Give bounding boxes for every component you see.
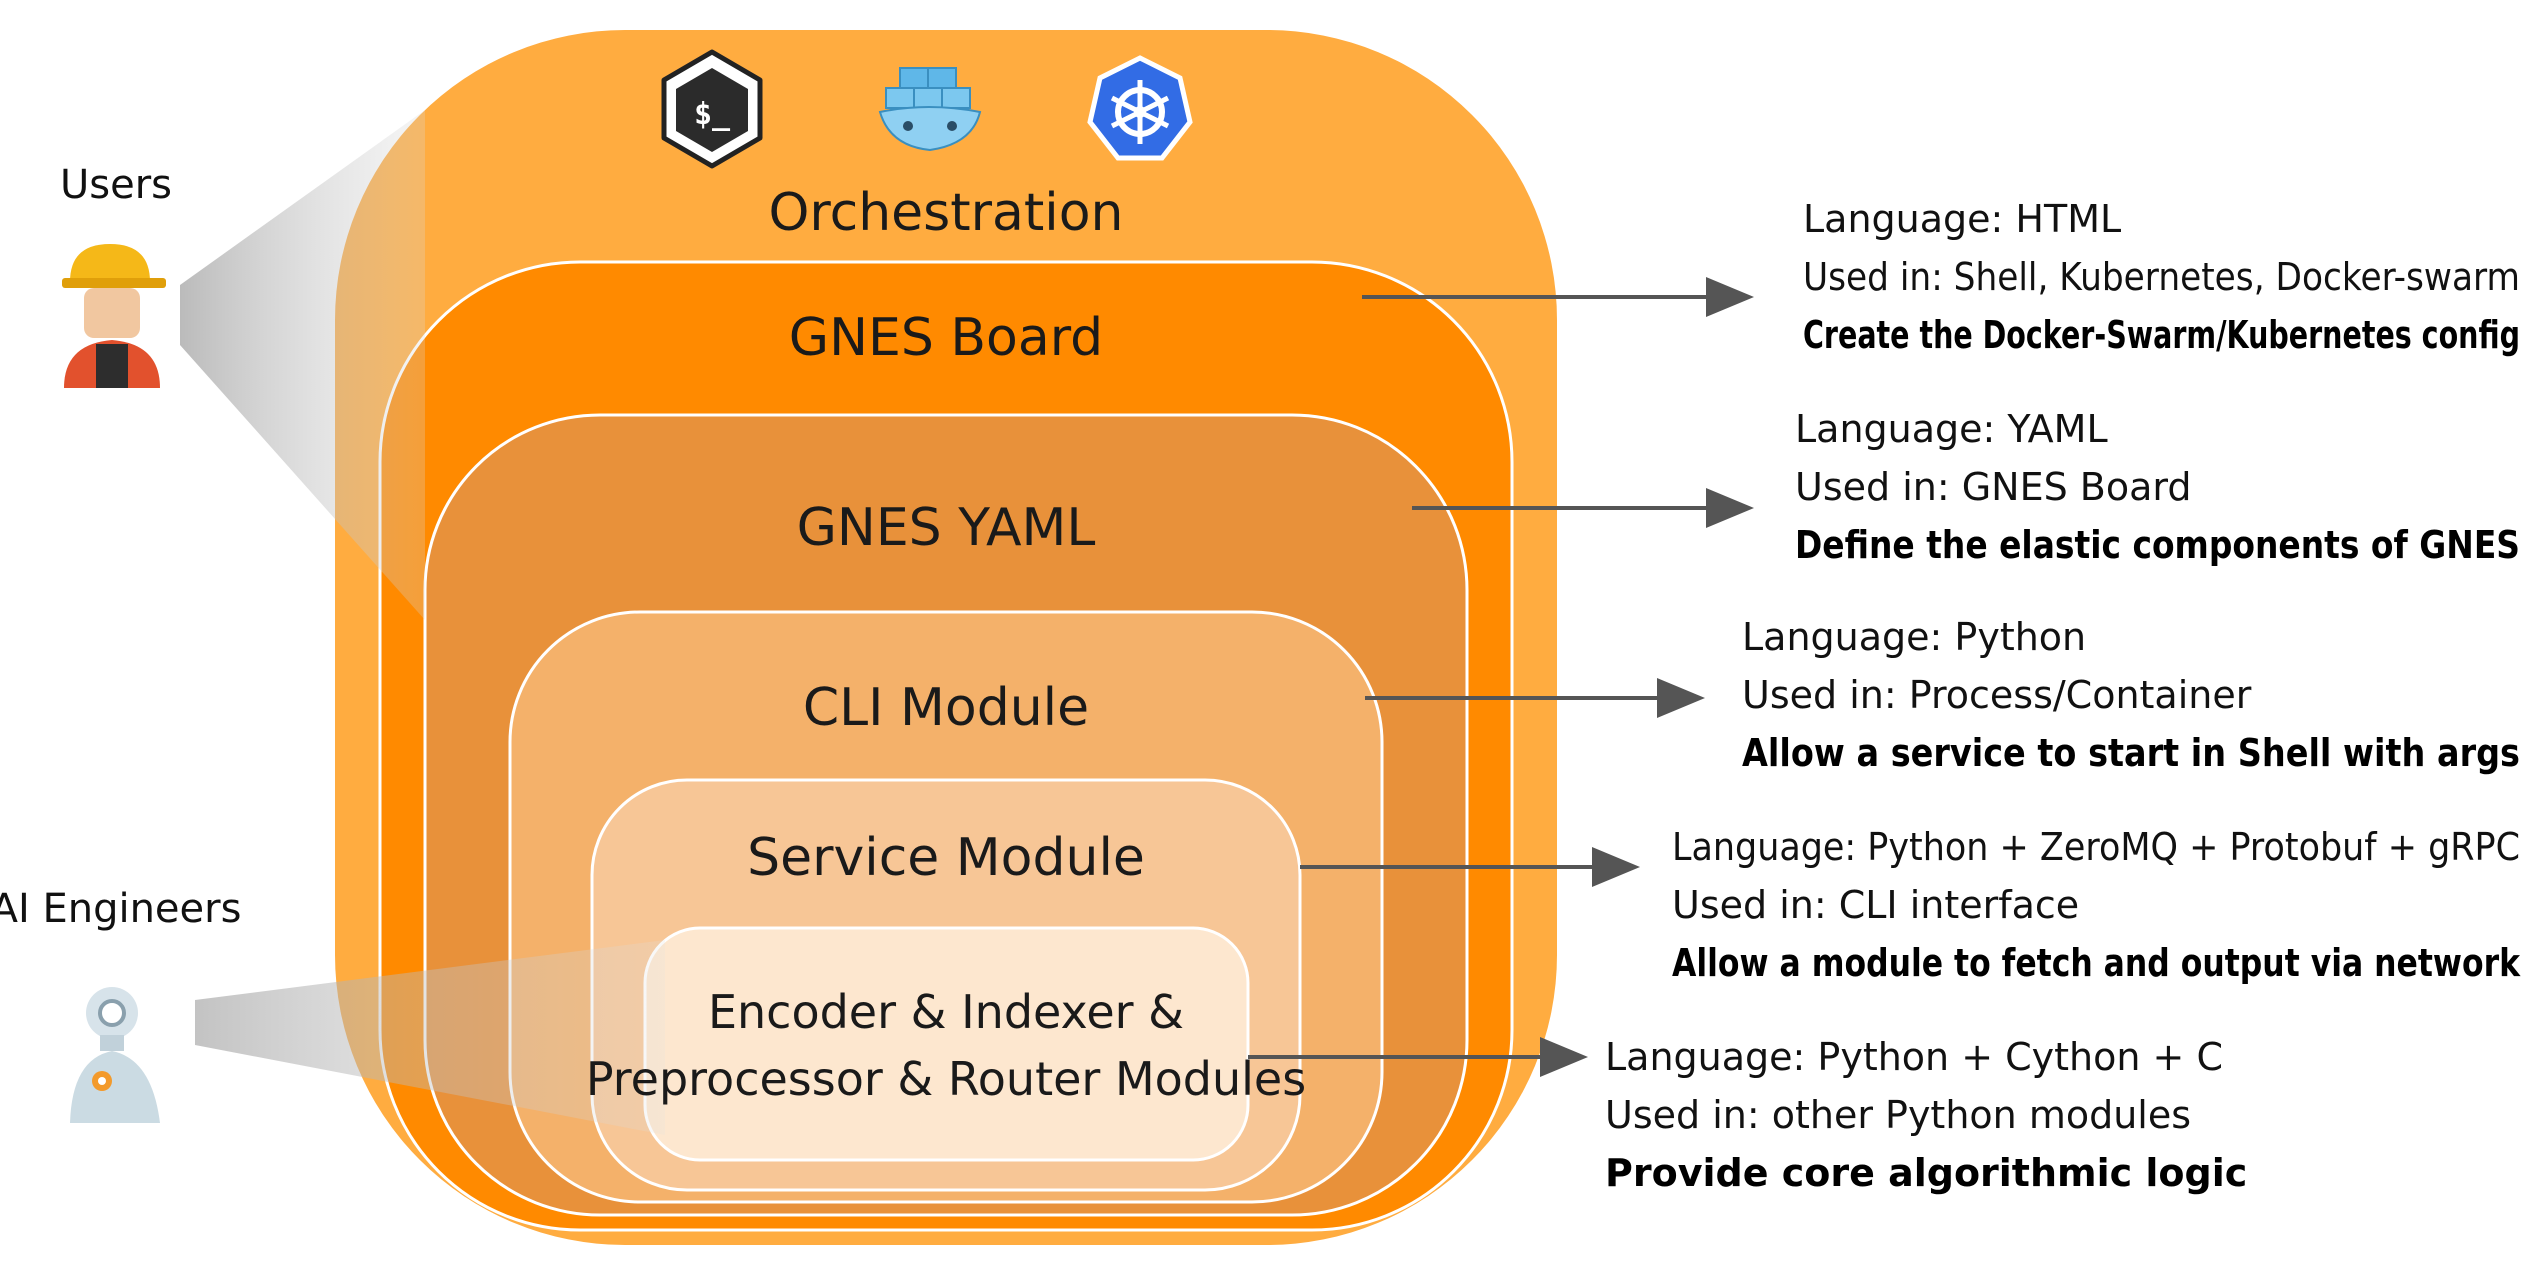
ai-engineers-label: AI Engineers <box>0 886 241 932</box>
desc-board: Language: HTML Used in: Shell, Kubernete… <box>1803 197 2520 357</box>
desc-service-language: Language: Python + ZeroMQ + Protobuf + g… <box>1672 825 2520 869</box>
robot-engineer-icon <box>70 987 160 1123</box>
desc-board-used-in: Used in: Shell, Kubernetes, Docker-swarm <box>1803 255 2520 299</box>
cli-module-label: CLI Module <box>803 678 1089 738</box>
terminal-glyph: $_ <box>694 97 731 132</box>
desc-core-purpose: Provide core algorithmic logic <box>1605 1151 2247 1195</box>
desc-yaml-purpose: Define the elastic components of GNES <box>1795 523 2520 567</box>
desc-core: Language: Python + Cython + C Used in: o… <box>1605 1035 2247 1195</box>
service-module-label: Service Module <box>747 828 1145 888</box>
desc-service: Language: Python + ZeroMQ + Protobuf + g… <box>1672 825 2521 985</box>
desc-yaml-language: Language: YAML <box>1795 407 2108 451</box>
desc-board-purpose: Create the Docker-Swarm/Kubernetes confi… <box>1803 313 2520 357</box>
bash-terminal-icon: $_ <box>661 49 763 169</box>
ai-engineers-beam <box>195 940 665 1135</box>
docker-icon <box>878 67 982 152</box>
desc-cli-used-in: Used in: Process/Container <box>1742 673 2252 717</box>
orchestration-label: Orchestration <box>768 183 1123 243</box>
gnes-board-label: GNES Board <box>789 308 1103 368</box>
kubernetes-icon <box>1087 55 1193 161</box>
desc-core-used-in: Used in: other Python modules <box>1605 1093 2191 1137</box>
desc-service-purpose: Allow a module to fetch and output via n… <box>1672 941 2521 985</box>
desc-cli: Language: Python Used in: Process/Contai… <box>1742 615 2520 775</box>
construction-worker-icon <box>62 244 166 388</box>
core-modules-label-line1: Encoder & Indexer & <box>708 985 1184 1039</box>
desc-service-used-in: Used in: CLI interface <box>1672 883 2079 927</box>
users-beam <box>180 110 425 620</box>
desc-cli-purpose: Allow a service to start in Shell with a… <box>1742 731 2520 775</box>
users-label: Users <box>60 162 172 208</box>
layer-core-modules <box>643 926 1250 1162</box>
desc-yaml-used-in: Used in: GNES Board <box>1795 465 2191 509</box>
desc-board-language: Language: HTML <box>1803 197 2121 241</box>
gnes-yaml-label: GNES YAML <box>797 498 1096 558</box>
desc-cli-language: Language: Python <box>1742 615 2086 659</box>
desc-yaml: Language: YAML Used in: GNES Board Defin… <box>1795 407 2520 567</box>
desc-core-language: Language: Python + Cython + C <box>1605 1035 2223 1079</box>
core-modules-label-line2: Preprocessor & Router Modules <box>586 1052 1306 1106</box>
